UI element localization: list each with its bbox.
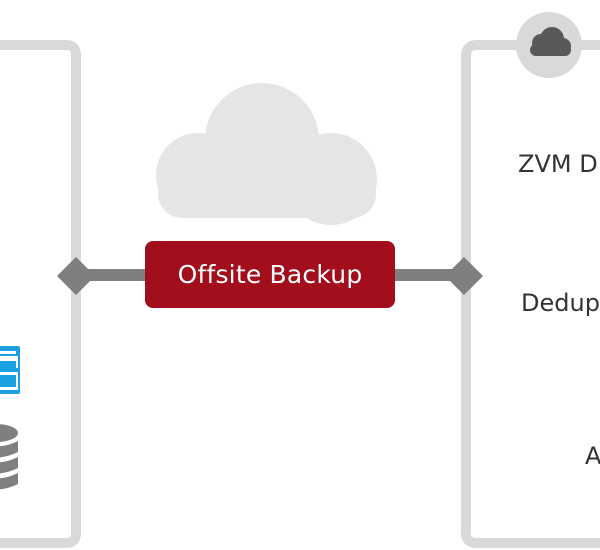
diamond-connector-icon bbox=[57, 257, 483, 295]
offsite-backup-label: Offsite Backup bbox=[177, 260, 363, 289]
windows-icon bbox=[0, 346, 20, 394]
target-panel bbox=[461, 40, 600, 548]
database-icon bbox=[0, 424, 18, 490]
target-feature-3: A bbox=[585, 442, 600, 470]
cloud-badge bbox=[516, 12, 582, 78]
cloud-badge-icon bbox=[530, 27, 571, 56]
target-feature-2: Dedupl bbox=[521, 289, 600, 317]
cloud-icon bbox=[156, 83, 377, 225]
offsite-backup-badge bbox=[145, 241, 395, 308]
target-feature-1: ZVM D bbox=[518, 150, 598, 178]
